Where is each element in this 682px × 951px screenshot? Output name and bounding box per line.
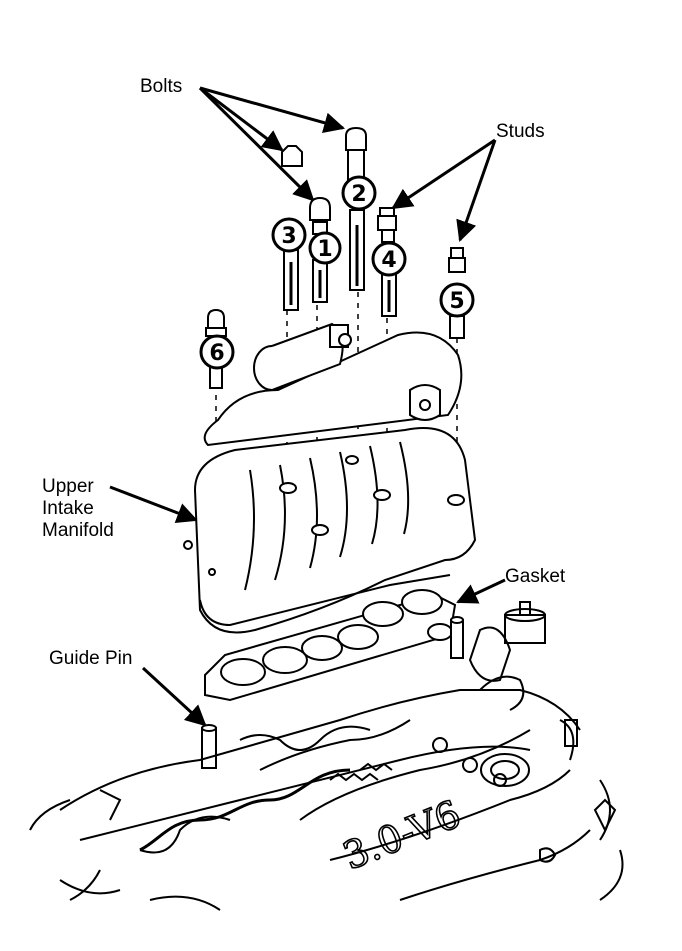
upper-intake-manifold-label-line-2: Intake [42,498,94,519]
gasket [204,589,457,702]
callout-3-circle [271,217,307,253]
bolts-arrow-to-bolt-3 [199,86,284,152]
callout-5-circle [439,282,475,318]
guide-pin-part [201,616,464,769]
studs-arrow-to-stud-5 [456,139,497,242]
upper-intake-manifold-label-line-3: Manifold [42,520,114,541]
callout-1: 1 [317,237,332,262]
bolt-6 [205,308,227,389]
bolts-arrow-to-bolt-1 [198,86,315,202]
upper-intake-manifold-label: Upper Intake Manifold [42,476,114,542]
callout-3: 3 [281,224,296,249]
callout-circles [199,175,475,370]
bolts-arrow-to-bolt-2 [199,86,346,134]
guide-pin-label: Guide Pin [49,648,133,669]
callout-numbers: 1 2 3 4 5 6 [209,182,464,366]
callout-4-circle [371,241,407,277]
callout-2: 2 [351,182,366,207]
callout-6: 6 [209,341,224,366]
bolts-label: Bolts [140,76,183,97]
callout-1-circle [308,231,342,265]
callout-5: 5 [449,289,464,314]
callout-4: 4 [381,248,396,273]
fasteners [205,126,466,389]
upper-intake-manifold-label-line-1: Upper [42,476,94,497]
studs-arrow-to-stud-4 [391,138,496,210]
studs-label: Studs [496,121,545,142]
leader-arrows [109,86,506,727]
manifold-arrow [109,485,198,524]
gasket-label: Gasket [505,566,566,587]
lower-engine [29,601,624,911]
callout-6-circle [199,334,235,370]
bolt-1 [309,196,331,303]
throttle-body [253,322,352,391]
upper-intake-manifold [183,322,477,634]
callout-2-circle [341,175,377,211]
engine-marking-group: 3.0-V6 [336,791,467,879]
engine-marking: 3.0-V6 [337,792,467,879]
gasket-arrow [456,578,506,604]
guide-pin-arrow [141,666,207,727]
